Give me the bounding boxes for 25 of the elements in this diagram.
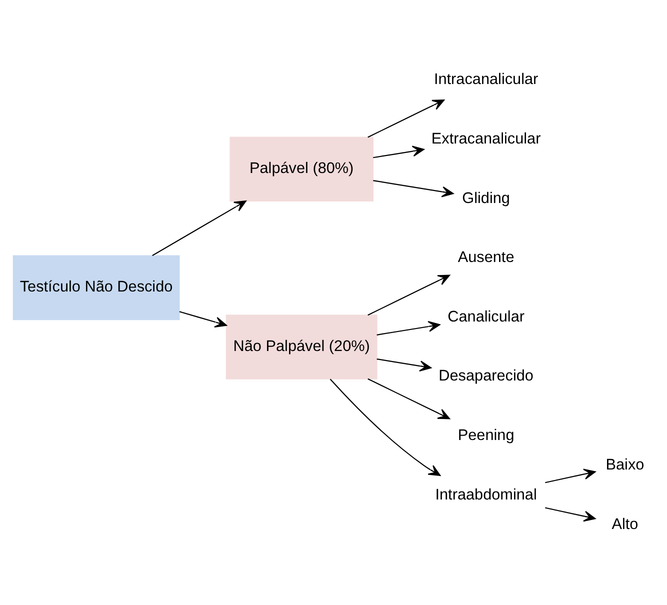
node-text: Canalicular xyxy=(447,308,524,326)
arrow xyxy=(376,358,432,372)
node-box: Não Palpável (20%) xyxy=(225,314,377,380)
node-box: Testículo Não Descido xyxy=(12,255,180,320)
arrow xyxy=(367,378,450,420)
arrow xyxy=(329,378,440,476)
node-text: Baixo xyxy=(605,456,644,474)
arrow xyxy=(544,507,596,522)
node-text: Gliding xyxy=(462,190,510,207)
node-box: Palpável (80%) xyxy=(229,136,374,202)
arrow xyxy=(372,180,454,198)
node-text: Ausente xyxy=(457,249,514,266)
node-text: Intraabdominal xyxy=(434,486,536,504)
arrow xyxy=(152,200,246,256)
node-text: Alto xyxy=(611,516,638,533)
node-text: Intracanalicular xyxy=(433,71,538,88)
arrow xyxy=(367,100,444,138)
node-text: Extracanalicular xyxy=(430,130,540,148)
arrow xyxy=(544,468,596,484)
arrow xyxy=(178,311,226,328)
arrow xyxy=(367,274,450,316)
arrow xyxy=(372,146,424,158)
node-text: Peening xyxy=(457,426,514,444)
node-text: Desaparecido xyxy=(438,368,533,385)
arrow xyxy=(376,321,440,336)
